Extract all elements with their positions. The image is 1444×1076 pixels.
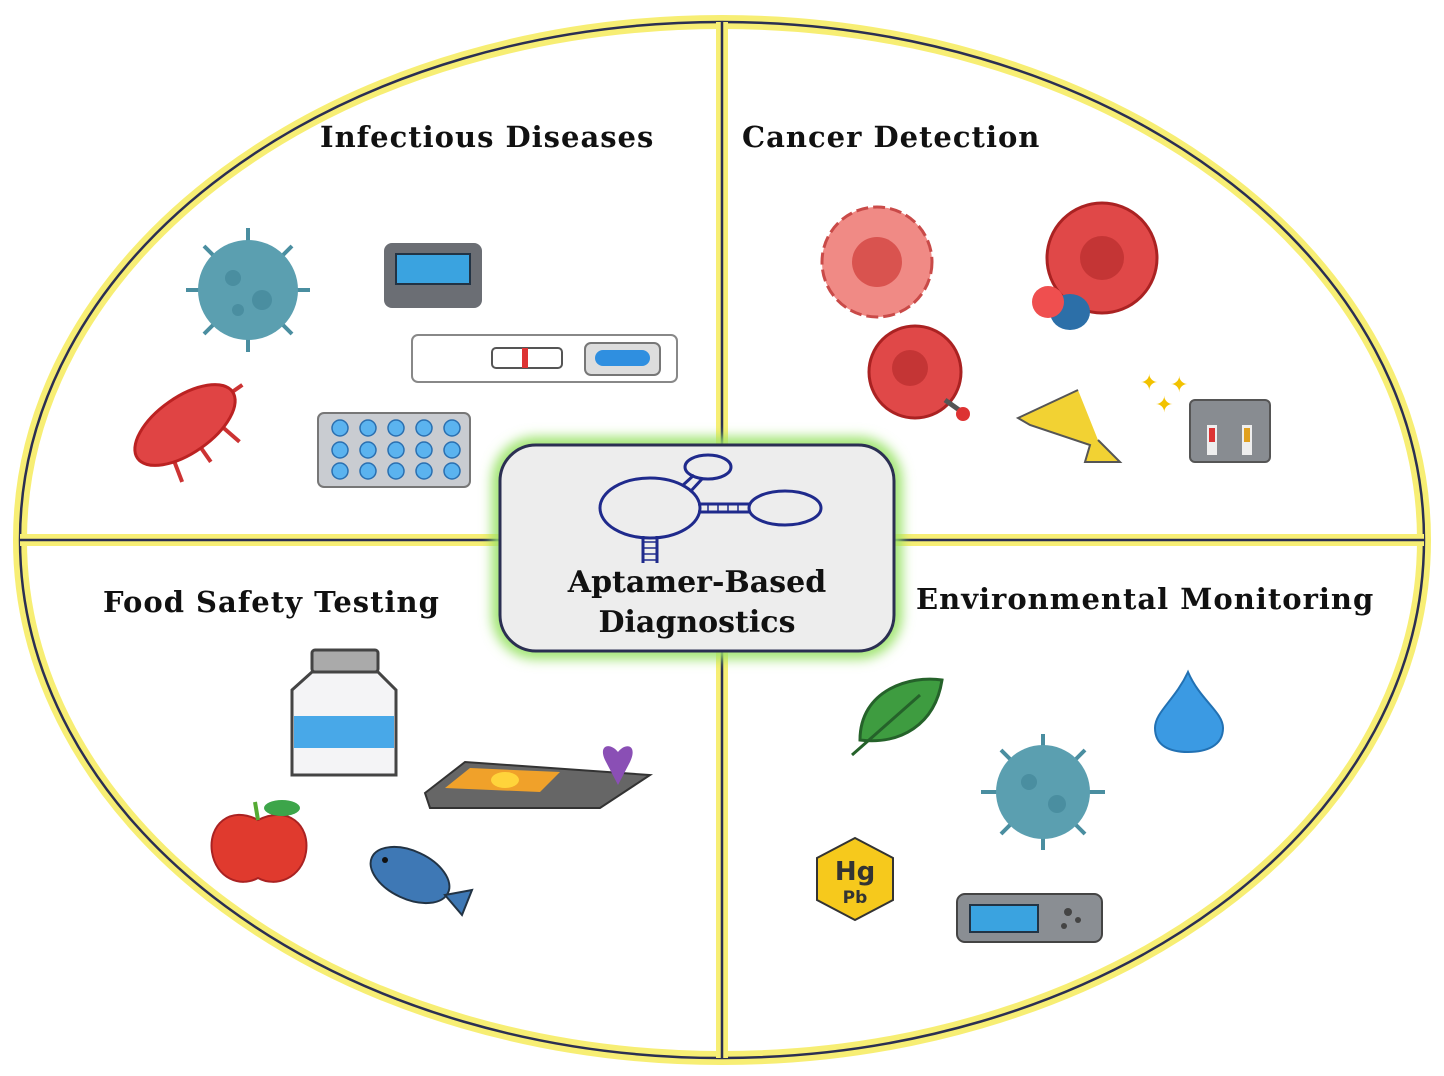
title-cancer-detection: Cancer Detection	[742, 120, 1040, 154]
svg-text:✦: ✦	[1170, 372, 1188, 397]
cancer-cell-icon	[820, 205, 934, 319]
tumor-cells-icon	[1032, 201, 1159, 330]
svg-text:✦: ✦	[1140, 370, 1158, 395]
leaf-icon	[851, 677, 944, 757]
heavy-metal-hexagon-icon: Hg Pb	[816, 836, 894, 922]
apple-icon	[210, 800, 308, 883]
water-drop-icon	[1153, 669, 1225, 754]
hg-label: Hg	[835, 857, 875, 887]
sparkle-icon: ✦✦✦	[1140, 370, 1188, 417]
glucose-meter-icon	[384, 243, 482, 308]
microplate-icon	[317, 412, 471, 488]
title-food-safety-testing: Food Safety Testing	[103, 585, 440, 619]
fish-icon	[369, 845, 474, 917]
milk-carton-icon	[290, 648, 398, 777]
pb-label: Pb	[843, 888, 868, 908]
aptamer-structure-icon	[598, 453, 823, 563]
bacterium-icon	[133, 383, 244, 483]
cell-with-aptamer-icon	[867, 324, 970, 421]
electrical-signal-icon	[1015, 389, 1123, 463]
title-infectious-diseases: Infectious Diseases	[320, 120, 654, 154]
svg-text:✦: ✦	[1155, 392, 1173, 417]
portable-sensor-icon	[956, 893, 1103, 943]
title-environmental-monitoring: Environmental Monitoring	[916, 582, 1374, 616]
center-title-line2: Diagnostics	[599, 605, 796, 640]
pathogen-virus-icon	[981, 734, 1105, 850]
test-strip-device-icon	[423, 746, 654, 809]
virus-icon	[186, 228, 310, 352]
center-title-line1: Aptamer-Based	[567, 565, 826, 600]
biosensor-device-icon	[1189, 399, 1271, 463]
center-box: Aptamer-Based Diagnostics	[492, 437, 902, 659]
lateral-flow-test-icon	[411, 334, 678, 383]
